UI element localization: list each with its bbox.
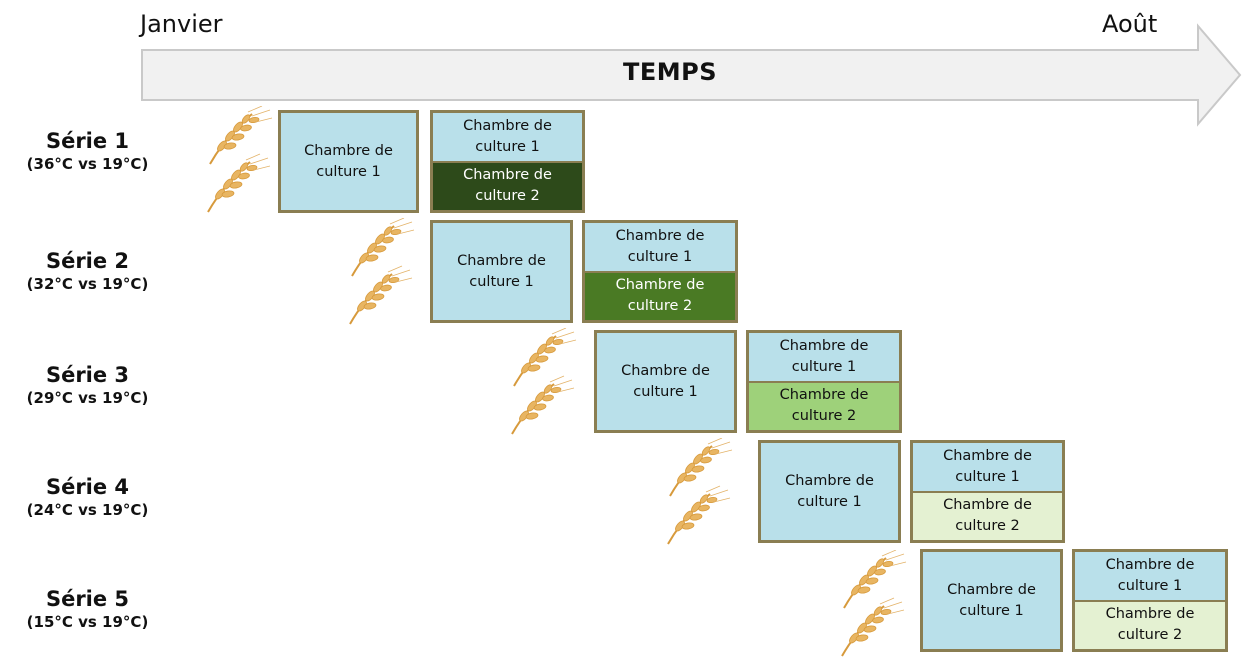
chamber-2-half: Chambre de culture 2	[1075, 601, 1225, 649]
serie-2-label: Série 2 (32°C vs 19°C)	[0, 248, 175, 294]
chamber-label: Chambre de culture 2	[463, 167, 552, 205]
serie-name: Série 1	[45, 129, 130, 153]
chamber-label: Chambre de culture 1	[463, 117, 552, 155]
chamber-label: Chambre de culture 1	[304, 142, 393, 180]
chamber-1-half: Chambre de culture 1	[749, 333, 899, 383]
serie-name: Série 2	[45, 249, 130, 273]
serie-temps: (29°C vs 19°C)	[26, 389, 149, 407]
chamber-label: Chambre de culture 1	[457, 252, 546, 290]
serie-temps: (36°C vs 19°C)	[26, 155, 149, 173]
chamber-label: Chambre de culture 1	[1105, 556, 1195, 594]
serie-3-chamber-1-box: Chambre de culture 1	[594, 330, 737, 433]
chamber-1-half: Chambre de culture 1	[585, 223, 735, 273]
chamber-label: Chambre de culture 2	[615, 277, 705, 315]
serie-name: Série 3	[45, 363, 130, 387]
wheat-icon	[667, 438, 733, 545]
serie-1-label: Série 1 (36°C vs 19°C)	[0, 128, 175, 174]
serie-temps: (15°C vs 19°C)	[26, 613, 149, 631]
serie-1-chamber-comparison-box: Chambre de culture 1 Chambre de culture …	[430, 110, 585, 213]
serie-4-chamber-comparison-box: Chambre de culture 1 Chambre de culture …	[910, 440, 1065, 543]
chamber-label: Chambre de culture 1	[615, 227, 705, 265]
serie-4-chamber-1-box: Chambre de culture 1	[758, 440, 901, 543]
chamber-2-half: Chambre de culture 2	[749, 382, 899, 430]
chamber-2-half: Chambre de culture 2	[913, 492, 1062, 540]
serie-4-label: Série 4 (24°C vs 19°C)	[0, 474, 175, 520]
chamber-label: Chambre de culture 1	[943, 447, 1032, 485]
chamber-label: Chambre de culture 1	[621, 362, 710, 400]
chamber-1-half: Chambre de culture 1	[433, 113, 582, 163]
serie-temps: (24°C vs 19°C)	[26, 501, 149, 519]
chamber-label: Chambre de culture 2	[1105, 606, 1195, 644]
chamber-label: Chambre de culture 1	[779, 337, 869, 375]
chamber-label: Chambre de culture 2	[943, 497, 1032, 535]
serie-temps: (32°C vs 19°C)	[26, 275, 149, 293]
chamber-2-half: Chambre de culture 2	[585, 272, 735, 320]
serie-1-chamber-1-box: Chambre de culture 1	[278, 110, 419, 213]
chamber-2-half: Chambre de culture 2	[433, 162, 582, 210]
chamber-1-half: Chambre de culture 1	[913, 443, 1062, 493]
serie-3-label: Série 3 (29°C vs 19°C)	[0, 362, 175, 408]
chamber-label: Chambre de culture 1	[785, 472, 874, 510]
wheat-icon	[841, 550, 907, 657]
serie-2-chamber-comparison-box: Chambre de culture 1 Chambre de culture …	[582, 220, 738, 323]
serie-5-chamber-comparison-box: Chambre de culture 1 Chambre de culture …	[1072, 549, 1228, 652]
wheat-icon	[511, 328, 577, 435]
chamber-label: Chambre de culture 1	[947, 581, 1036, 619]
serie-name: Série 5	[45, 587, 130, 611]
time-arrow	[141, 23, 1242, 127]
chamber-label: Chambre de culture 2	[779, 387, 869, 425]
serie-2-chamber-1-box: Chambre de culture 1	[430, 220, 573, 323]
serie-5-chamber-1-box: Chambre de culture 1	[920, 549, 1063, 652]
start-month-label: Janvier	[140, 10, 223, 38]
end-month-label: Août	[1102, 10, 1158, 38]
time-arrow-shape	[141, 23, 1242, 127]
wheat-icon	[349, 218, 415, 325]
wheat-icon	[207, 106, 273, 213]
serie-5-label: Série 5 (15°C vs 19°C)	[0, 586, 175, 632]
serie-name: Série 4	[45, 475, 130, 499]
time-arrow-label: TEMPS	[622, 58, 718, 86]
chamber-1-half: Chambre de culture 1	[1075, 552, 1225, 602]
serie-3-chamber-comparison-box: Chambre de culture 1 Chambre de culture …	[746, 330, 902, 433]
